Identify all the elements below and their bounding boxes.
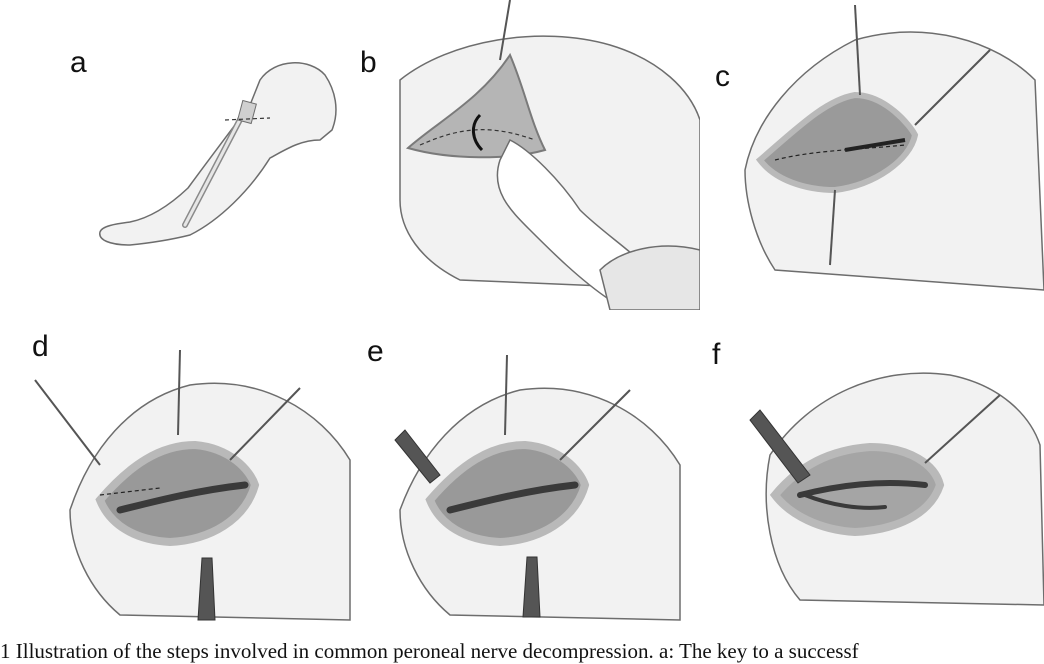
panel-label-d: d (32, 330, 49, 363)
panel-b: b (360, 0, 700, 310)
panel-label-a: a (70, 46, 87, 79)
nerve-exposure-illustration-d (34, 349, 351, 621)
panel-label-e: e (367, 335, 384, 368)
panel-a: a (70, 40, 360, 300)
figure-caption: 1 Illustration of the steps involved in … (0, 639, 859, 663)
fascia-incision-illustration (744, 4, 1044, 291)
panel-label-c: c (715, 60, 730, 93)
panel-f: f (710, 335, 1044, 635)
wound-exploration-illustration (399, 0, 700, 310)
panel-label-f: f (712, 338, 721, 371)
leg-illustration (99, 62, 337, 246)
panel-label-b: b (360, 46, 377, 79)
panel-e: e (365, 335, 705, 630)
nerve-exposure-illustration-e (394, 354, 681, 621)
panel-d: d (30, 330, 360, 630)
nerve-release-illustration-f (749, 372, 1044, 606)
panel-c: c (715, 0, 1044, 300)
